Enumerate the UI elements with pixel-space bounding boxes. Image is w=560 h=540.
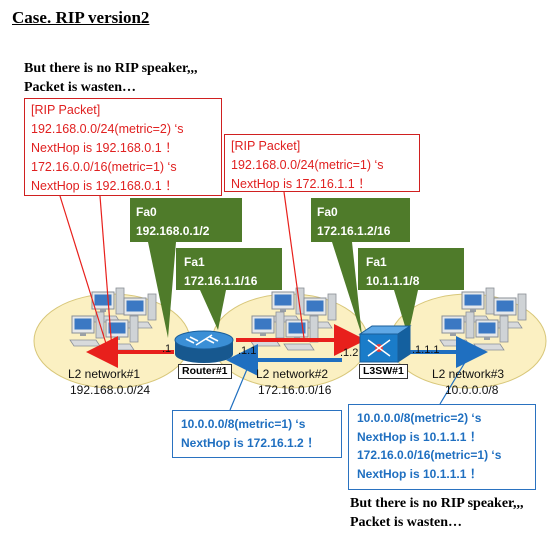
port-label: .1.2 [340,347,358,359]
rip-packet-line: NextHop is 172.16.1.1 ！ [231,177,371,191]
route-router-box: 10.0.0.0/8(metric=1) ‘s NextHop is 172.1… [172,410,342,458]
rip-packet-switch-box: [RIP Packet] 192.168.0.0/24(metric=1) ‘s… [224,134,420,192]
router-fa1-callout [176,248,282,330]
port-label: .1.1.1 [412,344,440,356]
route-line: 10.0.0.0/8(metric=2) ‘s [357,411,482,425]
router-label: Router#1 [178,364,232,379]
pointer-line [439,353,471,405]
router-fa0-callout [130,198,242,338]
network1-addr: 192.168.0.0/24 [70,383,150,397]
switch-fa1-callout [358,248,464,336]
router-fa0-addr: 192.168.0.1/2 [136,224,210,238]
switch-fa0-callout [311,198,410,336]
router-icon [174,330,234,363]
pointer-line [59,195,109,351]
top-note-line2: Packet is wasten… [24,80,136,95]
route-line: NextHop is 172.16.1.2 ！ [181,435,320,450]
switch-fa1-addr: 10.1.1.1/8 [366,274,420,288]
rip-packet-line: 192.168.0.0/24(metric=1) ‘s [231,158,384,172]
router-fa1-name: Fa1 [184,255,205,269]
network2-name: L2 network#2 [256,367,328,381]
rip-packet-line: [RIP Packet] [31,103,101,117]
pointer-line [99,195,113,351]
port-label: .1 [162,343,171,355]
network3-name: L2 network#3 [432,367,504,381]
route-switch-box: 10.0.0.0/8(metric=2) ‘s NextHop is 10.1.… [348,404,536,490]
route-line: NextHop is 10.1.1.1 ！ [357,466,482,481]
bottom-note-line1: But there is no RIP speaker,,, [350,496,524,511]
switch-label: L3SW#1 [359,364,408,379]
l3-switch-icon [358,325,412,363]
switch-fa1-name: Fa1 [366,255,387,269]
route-line: NextHop is 10.1.1.1 ！ [357,429,482,444]
switch-fa0-addr: 172.16.1.2/16 [317,224,391,238]
rip-packet-router-box: [RIP Packet] 192.168.0.0/24(metric=2) ‘s… [24,98,222,196]
top-note-line1: But there is no RIP speaker,,, [24,61,198,76]
route-line: 10.0.0.0/8(metric=1) ‘s [181,417,306,431]
rip-packet-line: [RIP Packet] [231,139,301,153]
network3-addr: 10.0.0.0/8 [445,383,499,397]
pointer-line [229,361,251,411]
router-fa1-addr: 172.16.1.1/16 [184,274,258,288]
network2-addr: 172.16.0.0/16 [258,383,332,397]
rip-packet-line: NextHop is 192.168.0.1 ！ [31,179,178,193]
network1-name: L2 network#1 [68,367,140,381]
rip-packet-line: 172.16.0.0/16(metric=1) ‘s [31,160,177,174]
rip-packet-line: NextHop is 192.168.0.1 ！ [31,141,178,155]
switch-fa0-name: Fa0 [317,205,338,219]
page-title: Case. RIP version2 [12,8,150,27]
bottom-note-line2: Packet is wasten… [350,515,462,530]
rip-packet-line: 192.168.0.0/24(metric=2) ‘s [31,122,184,136]
port-label: .1.1 [238,345,256,357]
router-fa0-name: Fa0 [136,205,157,219]
route-line: 172.16.0.0/16(metric=1) ‘s [357,448,502,462]
pointer-line [283,191,305,339]
